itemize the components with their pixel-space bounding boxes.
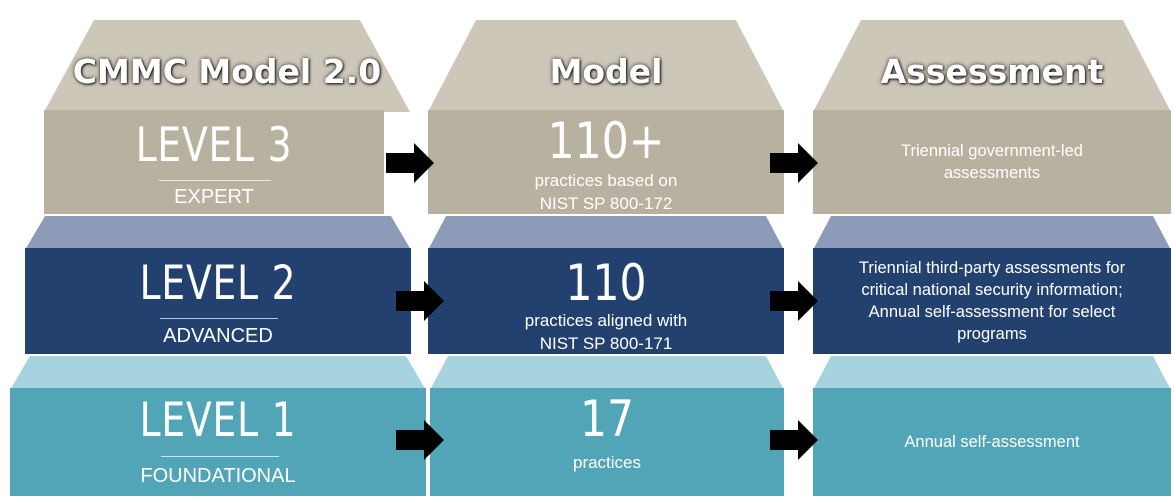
level-3-assessment-line: Triennial government-led: [901, 142, 1083, 160]
level-1-divider: [161, 456, 279, 457]
level-1-box: LEVEL 1 FOUNDATIONAL: [10, 388, 426, 496]
right-arrow-icon: [770, 281, 818, 321]
level-1-assessment-line: Annual self-assessment: [904, 433, 1080, 451]
level-1-practice-count: 17: [579, 390, 635, 448]
level-3-cap-col2: [428, 20, 784, 112]
level-1-subtitle: FOUNDATIONAL: [140, 465, 296, 487]
level-2-cap-col1: [25, 216, 411, 250]
level-2-subtitle: ADVANCED: [163, 325, 273, 347]
level-3-assessment-text: Triennial government-led assessments: [813, 110, 1171, 214]
level-2-title: LEVEL 2: [139, 256, 297, 311]
level-3-divider: [159, 180, 271, 181]
header-model: Model: [549, 52, 663, 91]
level-2-practice-count: 110: [565, 254, 647, 312]
right-arrow-icon: [396, 281, 444, 321]
level-3-practices-line2: NIST SP 800-172: [539, 194, 673, 213]
level-3-subtitle: EXPERT: [174, 186, 254, 208]
level-1-cap-col1: [10, 356, 426, 390]
level-3-box: LEVEL 3 EXPERT: [44, 110, 384, 214]
level-3-cap-col1: [44, 20, 410, 112]
level-3-model-box: 110+ practices based on NIST SP 800-172: [428, 110, 784, 214]
level-2-assessment-line: Annual self-assessment for select: [868, 303, 1116, 321]
right-arrow-icon: [386, 143, 434, 183]
level-1-assessment-box: Annual self-assessment: [813, 388, 1171, 496]
level-3-assessment-box: Triennial government-led assessments: [813, 110, 1171, 214]
level-2-practices-line1: practices aligned with: [524, 311, 688, 330]
right-arrow-icon: [770, 143, 818, 183]
level-2-cap-col2: [428, 216, 784, 250]
level-1-model-box: 17 practices: [430, 388, 784, 496]
level-2-box: LEVEL 2 ADVANCED: [25, 248, 411, 354]
level-1-cap-col2: [430, 356, 784, 390]
level-1-practices-line1: practices: [572, 453, 642, 472]
level-3-practice-count: 110+: [547, 112, 665, 170]
level-1-assessment-text: Annual self-assessment: [813, 388, 1171, 496]
header-assessment: Assessment: [880, 52, 1104, 91]
level-2-divider: [160, 318, 278, 319]
level-2-assessment-line: programs: [957, 325, 1027, 343]
level-2-assessment-box: Triennial third-party assessments for cr…: [813, 248, 1171, 354]
level-2-model-box: 110 practices aligned with NIST SP 800-1…: [428, 248, 784, 354]
level-2-cap-col3: [813, 216, 1171, 250]
level-2-practices-line2: NIST SP 800-171: [539, 334, 673, 353]
level-3-title: LEVEL 3: [135, 118, 293, 173]
level-1-cap-col3: [813, 356, 1171, 390]
level-3-assessment-line: assessments: [943, 164, 1041, 182]
right-arrow-icon: [770, 420, 818, 460]
level-2-assessment-line: critical national security information;: [861, 281, 1123, 299]
level-2-assessment-line: Triennial third-party assessments for: [858, 259, 1126, 277]
level-3-practices-line1: practices based on: [534, 171, 678, 190]
header-cmmc-model: CMMC Model 2.0: [72, 52, 382, 91]
level-1-title: LEVEL 1: [139, 393, 297, 448]
level-3-cap-col3: [813, 20, 1171, 112]
level-2-assessment-text: Triennial third-party assessments for cr…: [813, 248, 1171, 354]
right-arrow-icon: [396, 420, 444, 460]
